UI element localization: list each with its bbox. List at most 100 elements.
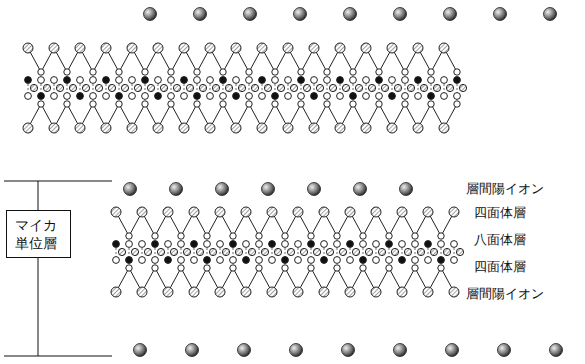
interlayer-cation bbox=[400, 183, 413, 196]
hydroxyl-atom bbox=[399, 257, 406, 264]
oxygen-atom bbox=[111, 207, 121, 217]
octahedral-cation bbox=[404, 248, 411, 255]
interlayer-cation bbox=[194, 8, 207, 21]
hydroxyl-atom bbox=[217, 241, 224, 248]
hydroxyl-atom bbox=[152, 241, 159, 248]
oxygen-atom bbox=[413, 123, 423, 133]
silicon-atom bbox=[454, 69, 460, 75]
hydroxyl-atom bbox=[243, 257, 250, 264]
hydroxyl-atom bbox=[139, 241, 146, 248]
hydroxyl-atom bbox=[295, 257, 302, 264]
silicon-atom bbox=[308, 233, 314, 239]
octahedral-cation bbox=[300, 248, 307, 255]
hydroxyl-atom bbox=[207, 77, 214, 84]
oxygen-atom bbox=[345, 207, 355, 217]
hydroxyl-atom bbox=[425, 241, 432, 248]
silicon-atom bbox=[220, 101, 226, 107]
oxygen-atom bbox=[387, 123, 397, 133]
silicon-atom bbox=[90, 69, 96, 75]
oxygen-atom bbox=[23, 43, 33, 53]
octahedral-cation bbox=[173, 84, 180, 91]
oxygen-atom bbox=[241, 287, 251, 297]
silicon-atom bbox=[256, 265, 262, 271]
silicon-atom bbox=[412, 233, 418, 239]
octahedral-cation bbox=[355, 84, 362, 91]
silicon-atom bbox=[360, 233, 366, 239]
interlayer-cation bbox=[262, 183, 275, 196]
hydroxyl-atom bbox=[451, 241, 458, 248]
layer-label: 層間陽イオン bbox=[464, 181, 546, 197]
hydroxyl-atom bbox=[425, 257, 432, 264]
silicon-atom bbox=[324, 69, 330, 75]
octahedral-cation bbox=[430, 248, 437, 255]
silicon-atom bbox=[168, 69, 174, 75]
octahedral-cation bbox=[303, 84, 310, 91]
silicon-atom bbox=[350, 69, 356, 75]
oxygen-atom bbox=[293, 207, 303, 217]
oxygen-atom bbox=[137, 287, 147, 297]
hydroxyl-atom bbox=[204, 257, 211, 264]
interlayer-cation bbox=[354, 183, 367, 196]
hydroxyl-atom bbox=[129, 77, 136, 84]
silicon-atom bbox=[126, 233, 132, 239]
silicon-atom bbox=[230, 265, 236, 271]
hydroxyl-atom bbox=[308, 241, 315, 248]
silicon-atom bbox=[194, 69, 200, 75]
octahedral-cation bbox=[30, 84, 37, 91]
oxygen-atom bbox=[111, 287, 121, 297]
oxygen-atom bbox=[335, 123, 345, 133]
hydroxyl-atom bbox=[298, 77, 305, 84]
hydroxyl-atom bbox=[347, 257, 354, 264]
octahedral-cation bbox=[235, 248, 242, 255]
hydroxyl-atom bbox=[38, 77, 45, 84]
hydroxyl-atom bbox=[259, 77, 266, 84]
oxygen-atom bbox=[293, 287, 303, 297]
silicon-atom bbox=[334, 265, 340, 271]
oxygen-atom bbox=[345, 287, 355, 297]
oxygen-atom bbox=[371, 287, 381, 297]
oxygen-atom bbox=[189, 207, 199, 217]
silicon-atom bbox=[168, 101, 174, 107]
silicon-atom bbox=[178, 233, 184, 239]
octahedral-cation bbox=[199, 84, 206, 91]
octahedral-cation bbox=[316, 84, 323, 91]
hydroxyl-atom bbox=[373, 257, 380, 264]
octahedral-cation bbox=[183, 248, 190, 255]
oxygen-atom bbox=[257, 123, 267, 133]
oxygen-atom bbox=[371, 207, 381, 217]
hydroxyl-atom bbox=[285, 77, 292, 84]
silicon-atom bbox=[282, 233, 288, 239]
silicon-atom bbox=[334, 233, 340, 239]
octahedral-cation bbox=[82, 84, 89, 91]
hydroxyl-atom bbox=[25, 93, 32, 100]
oxygen-atom bbox=[387, 43, 397, 53]
octahedral-cation bbox=[378, 248, 385, 255]
oxygen-atom bbox=[283, 43, 293, 53]
oxygen-atom bbox=[101, 43, 111, 53]
hydroxyl-atom bbox=[428, 77, 435, 84]
interlayer-cation bbox=[494, 8, 507, 21]
hydroxyl-atom bbox=[233, 77, 240, 84]
hydroxyl-atom bbox=[454, 77, 461, 84]
interlayer-cation bbox=[244, 8, 257, 21]
hydroxyl-atom bbox=[360, 257, 367, 264]
unit-layer-text: マイカ 単位層 bbox=[15, 216, 61, 252]
octahedral-cation bbox=[157, 248, 164, 255]
oxygen-atom bbox=[397, 287, 407, 297]
octahedral-cation bbox=[433, 84, 440, 91]
unit-layer-box: マイカ 単位層 bbox=[6, 210, 71, 258]
oxygen-atom bbox=[23, 123, 33, 133]
octahedral-cation bbox=[381, 84, 388, 91]
hydroxyl-atom bbox=[256, 257, 263, 264]
hydroxyl-atom bbox=[334, 241, 341, 248]
hydroxyl-atom bbox=[441, 93, 448, 100]
oxygen-atom bbox=[241, 207, 251, 217]
hydroxyl-atom bbox=[441, 77, 448, 84]
hydroxyl-atom bbox=[103, 77, 110, 84]
octahedral-cation bbox=[339, 248, 346, 255]
silicon-atom bbox=[324, 101, 330, 107]
interlayer-cation bbox=[144, 8, 157, 21]
hydroxyl-atom bbox=[454, 93, 461, 100]
interlayer-cation bbox=[446, 344, 459, 357]
hydroxyl-atom bbox=[178, 257, 185, 264]
